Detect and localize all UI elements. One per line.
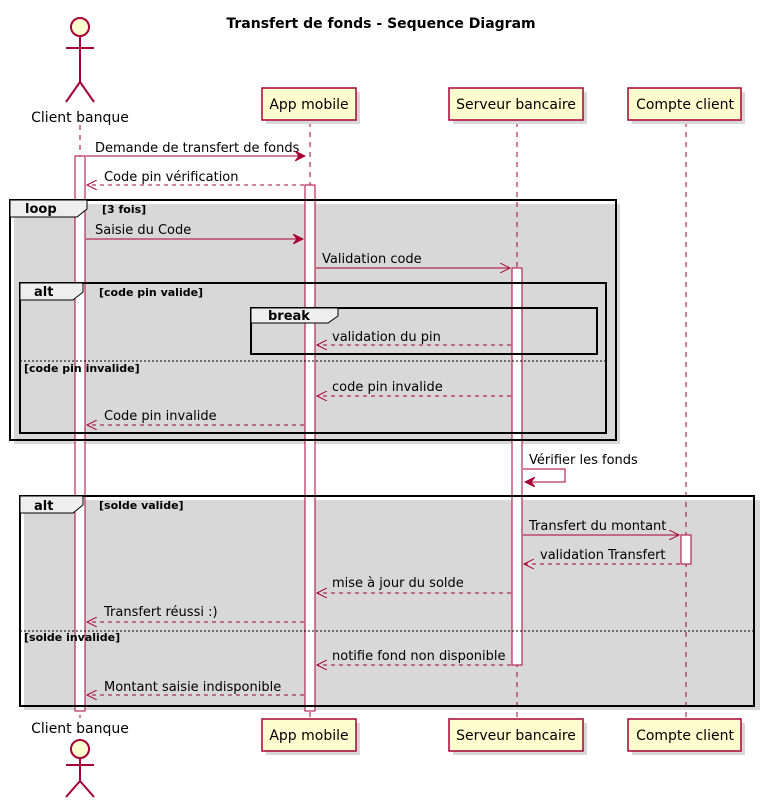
message-label: Transfert du montant xyxy=(528,519,666,534)
actor-client-top: Client banque xyxy=(31,17,129,126)
actor-client-bottom: Client banque xyxy=(31,721,129,798)
diagram-title: Transfert de fonds - Sequence Diagram xyxy=(226,16,535,32)
participant-label: Serveur bancaire xyxy=(456,97,576,113)
activation-app xyxy=(304,184,316,712)
message-label: Saisie du Code xyxy=(95,223,191,238)
message-label: validation du pin xyxy=(332,330,441,345)
message: Montant saisie indisponible xyxy=(87,680,304,695)
message-label: Vérifier les fonds xyxy=(529,453,638,468)
message-label: Code pin vérification xyxy=(104,170,239,185)
message-label: Demande de transfert de fonds xyxy=(95,141,300,156)
participant-label: Client banque xyxy=(31,721,129,737)
participant-label: Compte client xyxy=(636,97,734,113)
message: Code pin vérification xyxy=(87,170,304,185)
message: mise à jour du solde xyxy=(317,576,511,593)
loop-fragment-shadow xyxy=(14,204,620,444)
participant-server-top: Serveur bancaire xyxy=(448,87,587,124)
message-label: Transfert réussi :) xyxy=(103,605,218,620)
message-label: notifie fond non disponible xyxy=(332,649,506,664)
message: Saisie du Code xyxy=(86,223,303,239)
alt-code-pin-keyword: alt xyxy=(34,285,53,300)
message: Validation code xyxy=(316,252,510,268)
message: Transfert réussi :) xyxy=(87,605,304,622)
message-label: Validation code xyxy=(322,252,422,267)
participant-label: App mobile xyxy=(269,97,348,113)
message: validation du pin xyxy=(317,330,511,345)
break-keyword: break xyxy=(268,309,310,324)
message: validation Transfert xyxy=(524,548,680,564)
message-label: code pin invalide xyxy=(332,380,443,395)
message: notifie fond non disponible xyxy=(317,649,511,665)
alt-code-pin-guard: [code pin valide] xyxy=(99,286,203,299)
participant-server-bottom: Serveur bancaire xyxy=(448,718,587,755)
participant-app-bottom: App mobile xyxy=(261,718,360,755)
alt-solde-guard: [solde valide] xyxy=(99,499,184,512)
alt-solde-else-guard: [solde invalide] xyxy=(24,631,120,644)
actor-icon xyxy=(65,17,95,103)
break-fragment: break xyxy=(250,307,598,355)
message-arrow xyxy=(523,468,566,482)
participant-label: Serveur bancaire xyxy=(456,728,576,744)
actor-icon xyxy=(65,739,95,798)
participant-compte-top: Compte client xyxy=(627,87,745,124)
participant-label: App mobile xyxy=(269,728,348,744)
alt-solde-keyword: alt xyxy=(34,499,53,514)
loop-guard: [3 fois] xyxy=(102,203,146,216)
message-label: Code pin invalide xyxy=(104,409,217,424)
alt-solde-fragment: alt [solde valide] [solde invalide] xyxy=(19,495,755,707)
loop-fragment: loop [3 fois] xyxy=(9,199,617,441)
participant-app-top: App mobile xyxy=(261,87,360,124)
message-label: Montant saisie indisponible xyxy=(104,680,281,695)
loop-keyword: loop xyxy=(25,202,57,217)
alt-code-pin-else-guard: [code pin invalide] xyxy=(24,362,140,375)
message: Transfert du montant xyxy=(523,519,679,535)
message: Vérifier les fonds xyxy=(523,453,638,482)
participant-label: Compte client xyxy=(636,728,734,744)
message-label: mise à jour du solde xyxy=(332,576,464,591)
message: Code pin invalide xyxy=(87,409,304,425)
alt-code-pin-fragment: alt [code pin valide] [code pin invalide… xyxy=(19,282,607,434)
activation-server xyxy=(511,267,523,666)
message: code pin invalide xyxy=(317,380,511,396)
participant-label: Client banque xyxy=(31,110,129,126)
participant-compte-bottom: Compte client xyxy=(627,718,745,755)
message-label: validation Transfert xyxy=(540,548,666,563)
message: Demande de transfert de fonds xyxy=(86,141,305,156)
activation-compte xyxy=(680,534,692,565)
